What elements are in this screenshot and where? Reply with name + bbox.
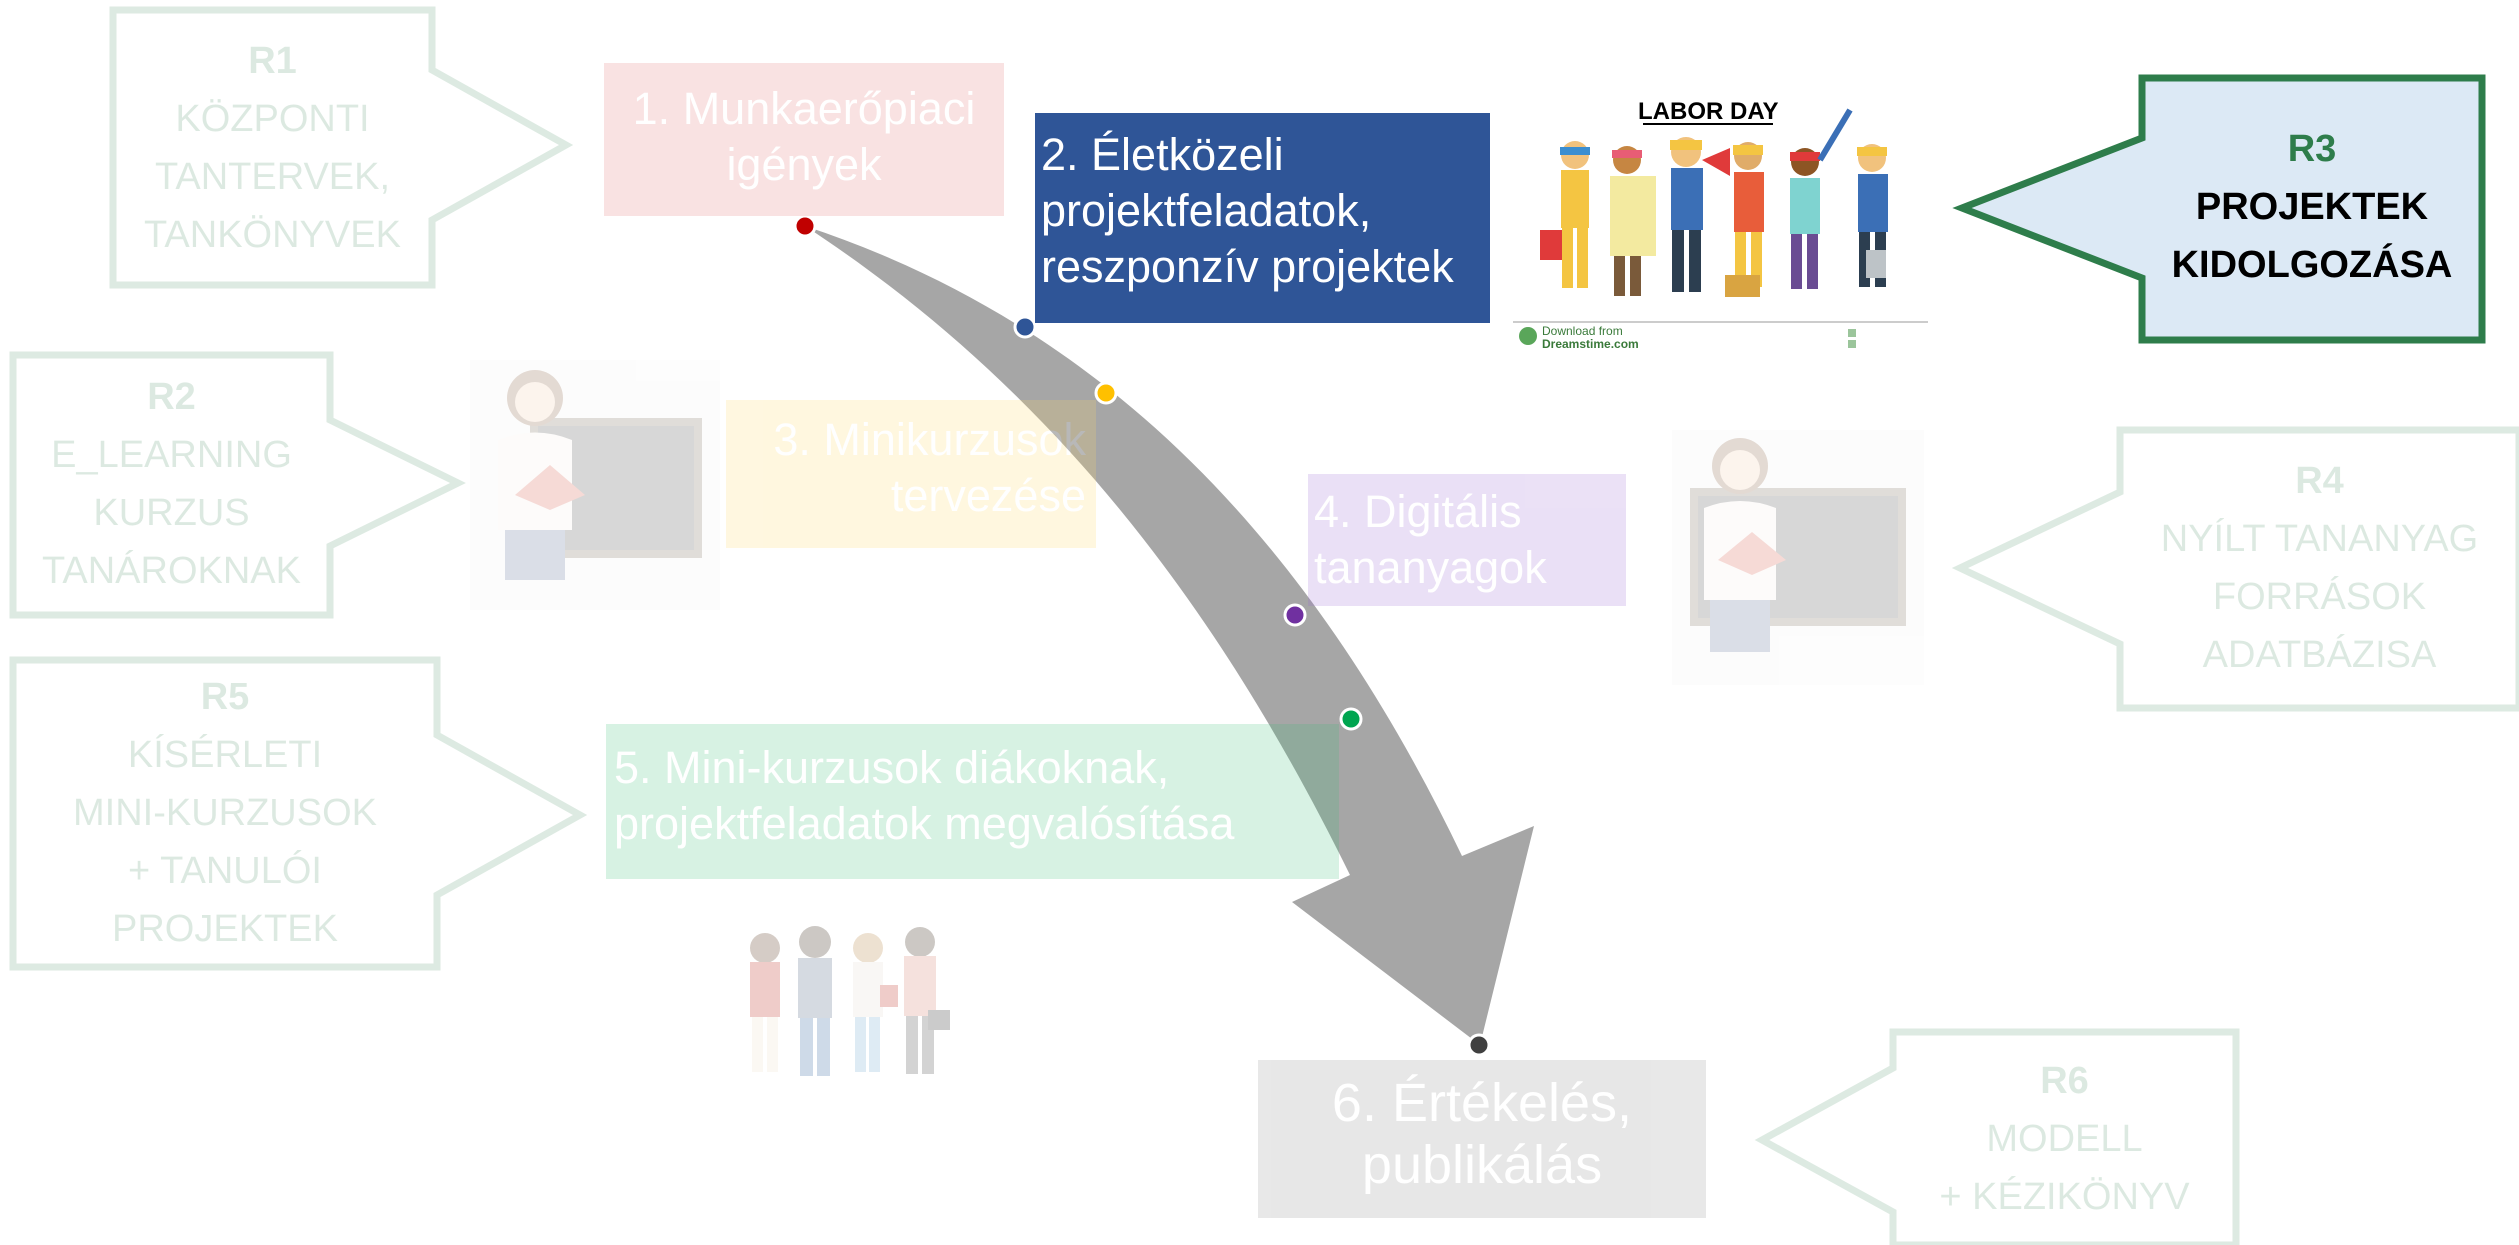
step-1-line1: 1. Munkaerőpiaci: [632, 83, 976, 134]
step-6-line1: 6. Értékelés,: [1331, 1073, 1633, 1133]
r3-arrow: [1952, 74, 2486, 344]
r2-arrow: [9, 351, 466, 619]
r3-line2: KIDOLGOZÁSA: [2171, 244, 2453, 286]
step-4-line1: 4. Digitális: [1314, 486, 1522, 537]
r4-arrow: [1951, 426, 2519, 712]
r1-code: R1: [248, 40, 297, 82]
r5-line3: + TANULÓI: [128, 850, 322, 892]
r5-text: R5 KÍSÉRLETI MINI-KURZUSOK + TANULÓI PRO…: [13, 668, 437, 958]
r2-line3: TANÁROKNAK: [41, 550, 301, 592]
r6-text: R6 MODELL + KÉZIKÖNYV: [1893, 1052, 2236, 1226]
workers-group-image: [1513, 88, 1928, 350]
r5-arrow: [9, 656, 588, 971]
download-line1: Download from: [1542, 324, 1623, 338]
r5-line4: PROJEKTEK: [112, 908, 338, 950]
step-2-line1: 2. Életközeli: [1041, 129, 1284, 180]
dot-step-2: [1013, 315, 1037, 339]
step-4-box: 4. Digitális tananyagok: [1308, 474, 1626, 606]
r6-line2: + KÉZIKÖNYV: [1939, 1176, 2190, 1218]
step-2-line2: projektfeladatok,: [1041, 185, 1372, 236]
r5-line2: MINI-KURZUSOK: [73, 792, 377, 834]
r6-line1: MODELL: [1986, 1118, 2143, 1160]
step-5-box: 5. Mini-kurzusok diákoknak, projektfelad…: [606, 724, 1339, 879]
teacher-with-board-image-right: [1672, 430, 1924, 685]
dot-step-6: [1467, 1033, 1491, 1057]
r2-line1: E_LEARNING: [51, 434, 292, 476]
step-4-line2: tananyagok: [1314, 542, 1547, 593]
r4-line3: ADATBÁZISA: [2202, 634, 2437, 676]
step-2-box: 2. Életközeli projektfeladatok, reszponz…: [1035, 113, 1490, 323]
step-2-line3: reszponzív projektek: [1041, 241, 1454, 292]
dot-step-4: [1283, 603, 1307, 627]
step-1-line2: igények: [726, 139, 882, 190]
step-3-line1: 3. Minikurzusok: [773, 414, 1086, 465]
labor-day-title: LABOR DAY: [1638, 98, 1779, 125]
r1-line2: TANTERVEK,: [154, 156, 391, 198]
step-5-line1: 5. Mini-kurzusok diákoknak,: [614, 742, 1170, 793]
r3-text: R3 PROJEKTEK KIDOLGOZÁSA: [2142, 120, 2482, 294]
step-1-box: 1. Munkaerőpiaci igények: [604, 63, 1004, 216]
r4-line1: NYÍLT TANANYAG: [2160, 518, 2479, 560]
r5-line1: KÍSÉRLETI: [127, 734, 323, 776]
r2-line2: KURZUS: [93, 492, 250, 534]
download-line2: Dreamstime.com: [1542, 337, 1639, 351]
step-6-line2: publikálás: [1361, 1135, 1603, 1195]
r2-code: R2: [147, 376, 196, 418]
step-3-line2: tervezése: [890, 470, 1086, 521]
step-5-line2: projektfeladatok megvalósítása: [614, 798, 1235, 849]
r4-text: R4 NYÍLT TANANYAG FORRÁSOK ADATBÁZISA: [2120, 452, 2519, 684]
step-6-box: 6. Értékelés, publikálás: [1258, 1060, 1706, 1218]
dot-step-1: [793, 214, 817, 238]
r4-line2: FORRÁSOK: [2212, 576, 2427, 618]
dot-step-5: [1339, 707, 1363, 731]
r2-text: R2 E_LEARNING KURZUS TANÁROKNAK: [13, 368, 330, 600]
dot-step-3: [1094, 381, 1118, 405]
r6-arrow: [1754, 1028, 2240, 1245]
r1-text: R1 KÖZPONTI TANTERVEK, TANKÖNYVEK: [113, 32, 432, 264]
r6-code: R6: [2040, 1060, 2089, 1102]
r3-code: R3: [2287, 128, 2337, 170]
step-3-box: 3. Minikurzusok tervezése: [726, 400, 1096, 548]
process-curve-arrow: [805, 226, 1534, 1045]
r1-line3: TANKÖNYVEK: [144, 214, 401, 256]
r4-code: R4: [2295, 460, 2344, 502]
teacher-with-board-image-left: [470, 360, 720, 610]
students-group-image: [750, 926, 950, 1076]
r3-line1: PROJEKTEK: [2195, 186, 2429, 228]
r1-arrow: [109, 6, 574, 289]
r1-line1: KÖZPONTI: [175, 98, 370, 140]
r5-code: R5: [200, 676, 250, 718]
